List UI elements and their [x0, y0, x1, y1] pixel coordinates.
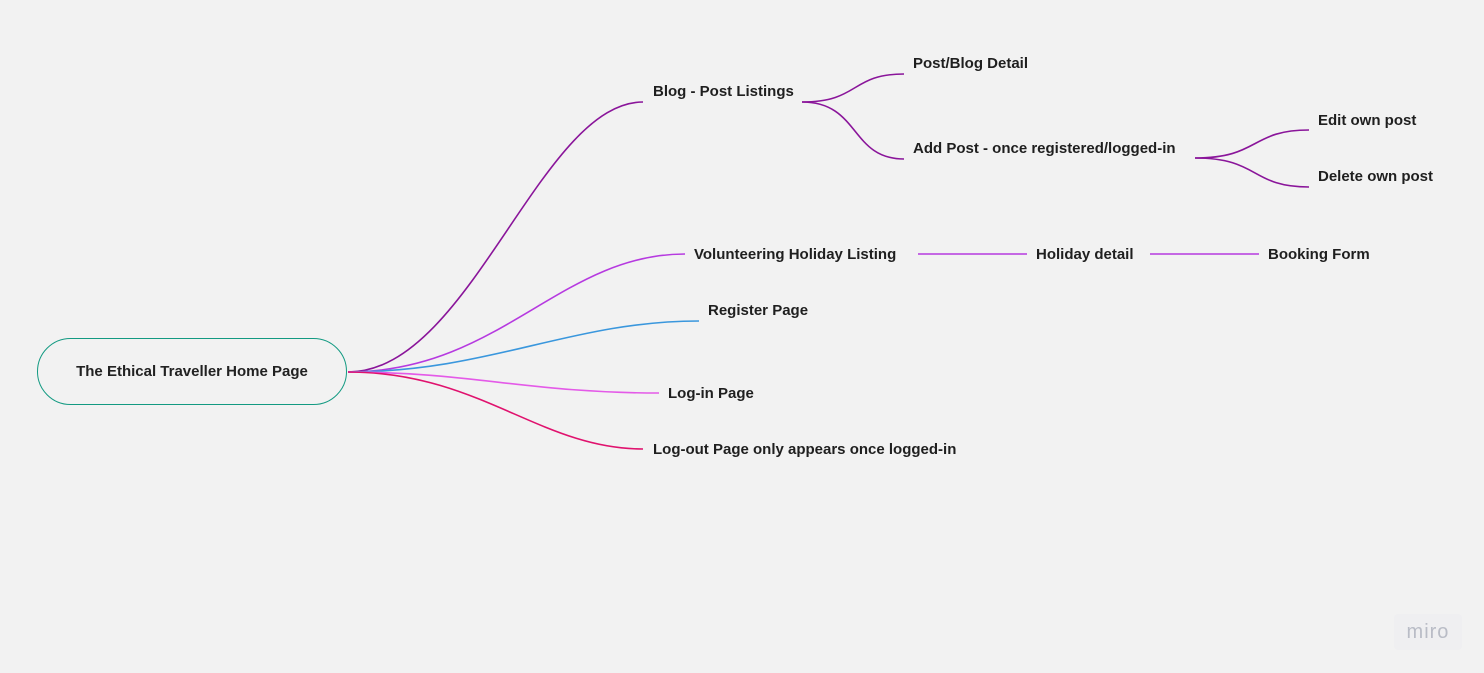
connector-login — [347, 371, 660, 394]
root-node-home-page[interactable]: The Ethical Traveller Home Page — [37, 338, 347, 405]
node-blog-post-listings[interactable]: Blog - Post Listings — [653, 83, 794, 101]
node-label: Holiday detail — [1036, 246, 1134, 263]
connector-logout — [347, 371, 644, 450]
connector-volunteering — [347, 253, 686, 373]
node-register-page[interactable]: Register Page — [708, 302, 808, 320]
node-label: Register Page — [708, 302, 809, 319]
miro-logo-text: miro — [1406, 620, 1450, 643]
node-edit-own-post[interactable]: Edit own post — [1318, 112, 1416, 130]
root-node-label: The Ethical Traveller Home Page — [76, 363, 308, 380]
node-label: Add Post - once registered/logged-in — [913, 140, 1176, 157]
node-login-page[interactable]: Log-in Page — [668, 385, 754, 403]
node-holiday-detail[interactable]: Holiday detail — [1036, 246, 1134, 264]
node-label: Edit own post — [1318, 112, 1417, 129]
node-logout-page[interactable]: Log-out Page only appears once logged-in — [653, 441, 956, 459]
node-post-blog-detail[interactable]: Post/Blog Detail — [913, 55, 1028, 73]
node-delete-own-post[interactable]: Delete own post — [1318, 168, 1433, 186]
node-add-post[interactable]: Add Post - once registered/logged-in — [913, 140, 1176, 158]
miro-logo: miro — [1394, 614, 1462, 650]
node-label: Delete own post — [1318, 168, 1434, 185]
connector-blog — [347, 101, 644, 373]
node-volunteering-holiday-listing[interactable]: Volunteering Holiday Listing — [694, 246, 896, 264]
node-label: Blog - Post Listings — [653, 83, 794, 100]
connector-add-post — [801, 101, 905, 160]
node-label: Booking Form — [1268, 246, 1370, 263]
connector-post-detail — [801, 73, 905, 103]
node-booking-form[interactable]: Booking Form — [1268, 246, 1370, 264]
connector-delete-post — [1194, 157, 1310, 188]
connector-edit-post — [1194, 129, 1310, 159]
node-label: Post/Blog Detail — [913, 55, 1029, 72]
node-label: Volunteering Holiday Listing — [694, 246, 897, 263]
node-label: Log-out Page only appears once logged-in — [653, 441, 957, 458]
connector-register — [347, 320, 700, 373]
node-label: Log-in Page — [668, 385, 754, 402]
